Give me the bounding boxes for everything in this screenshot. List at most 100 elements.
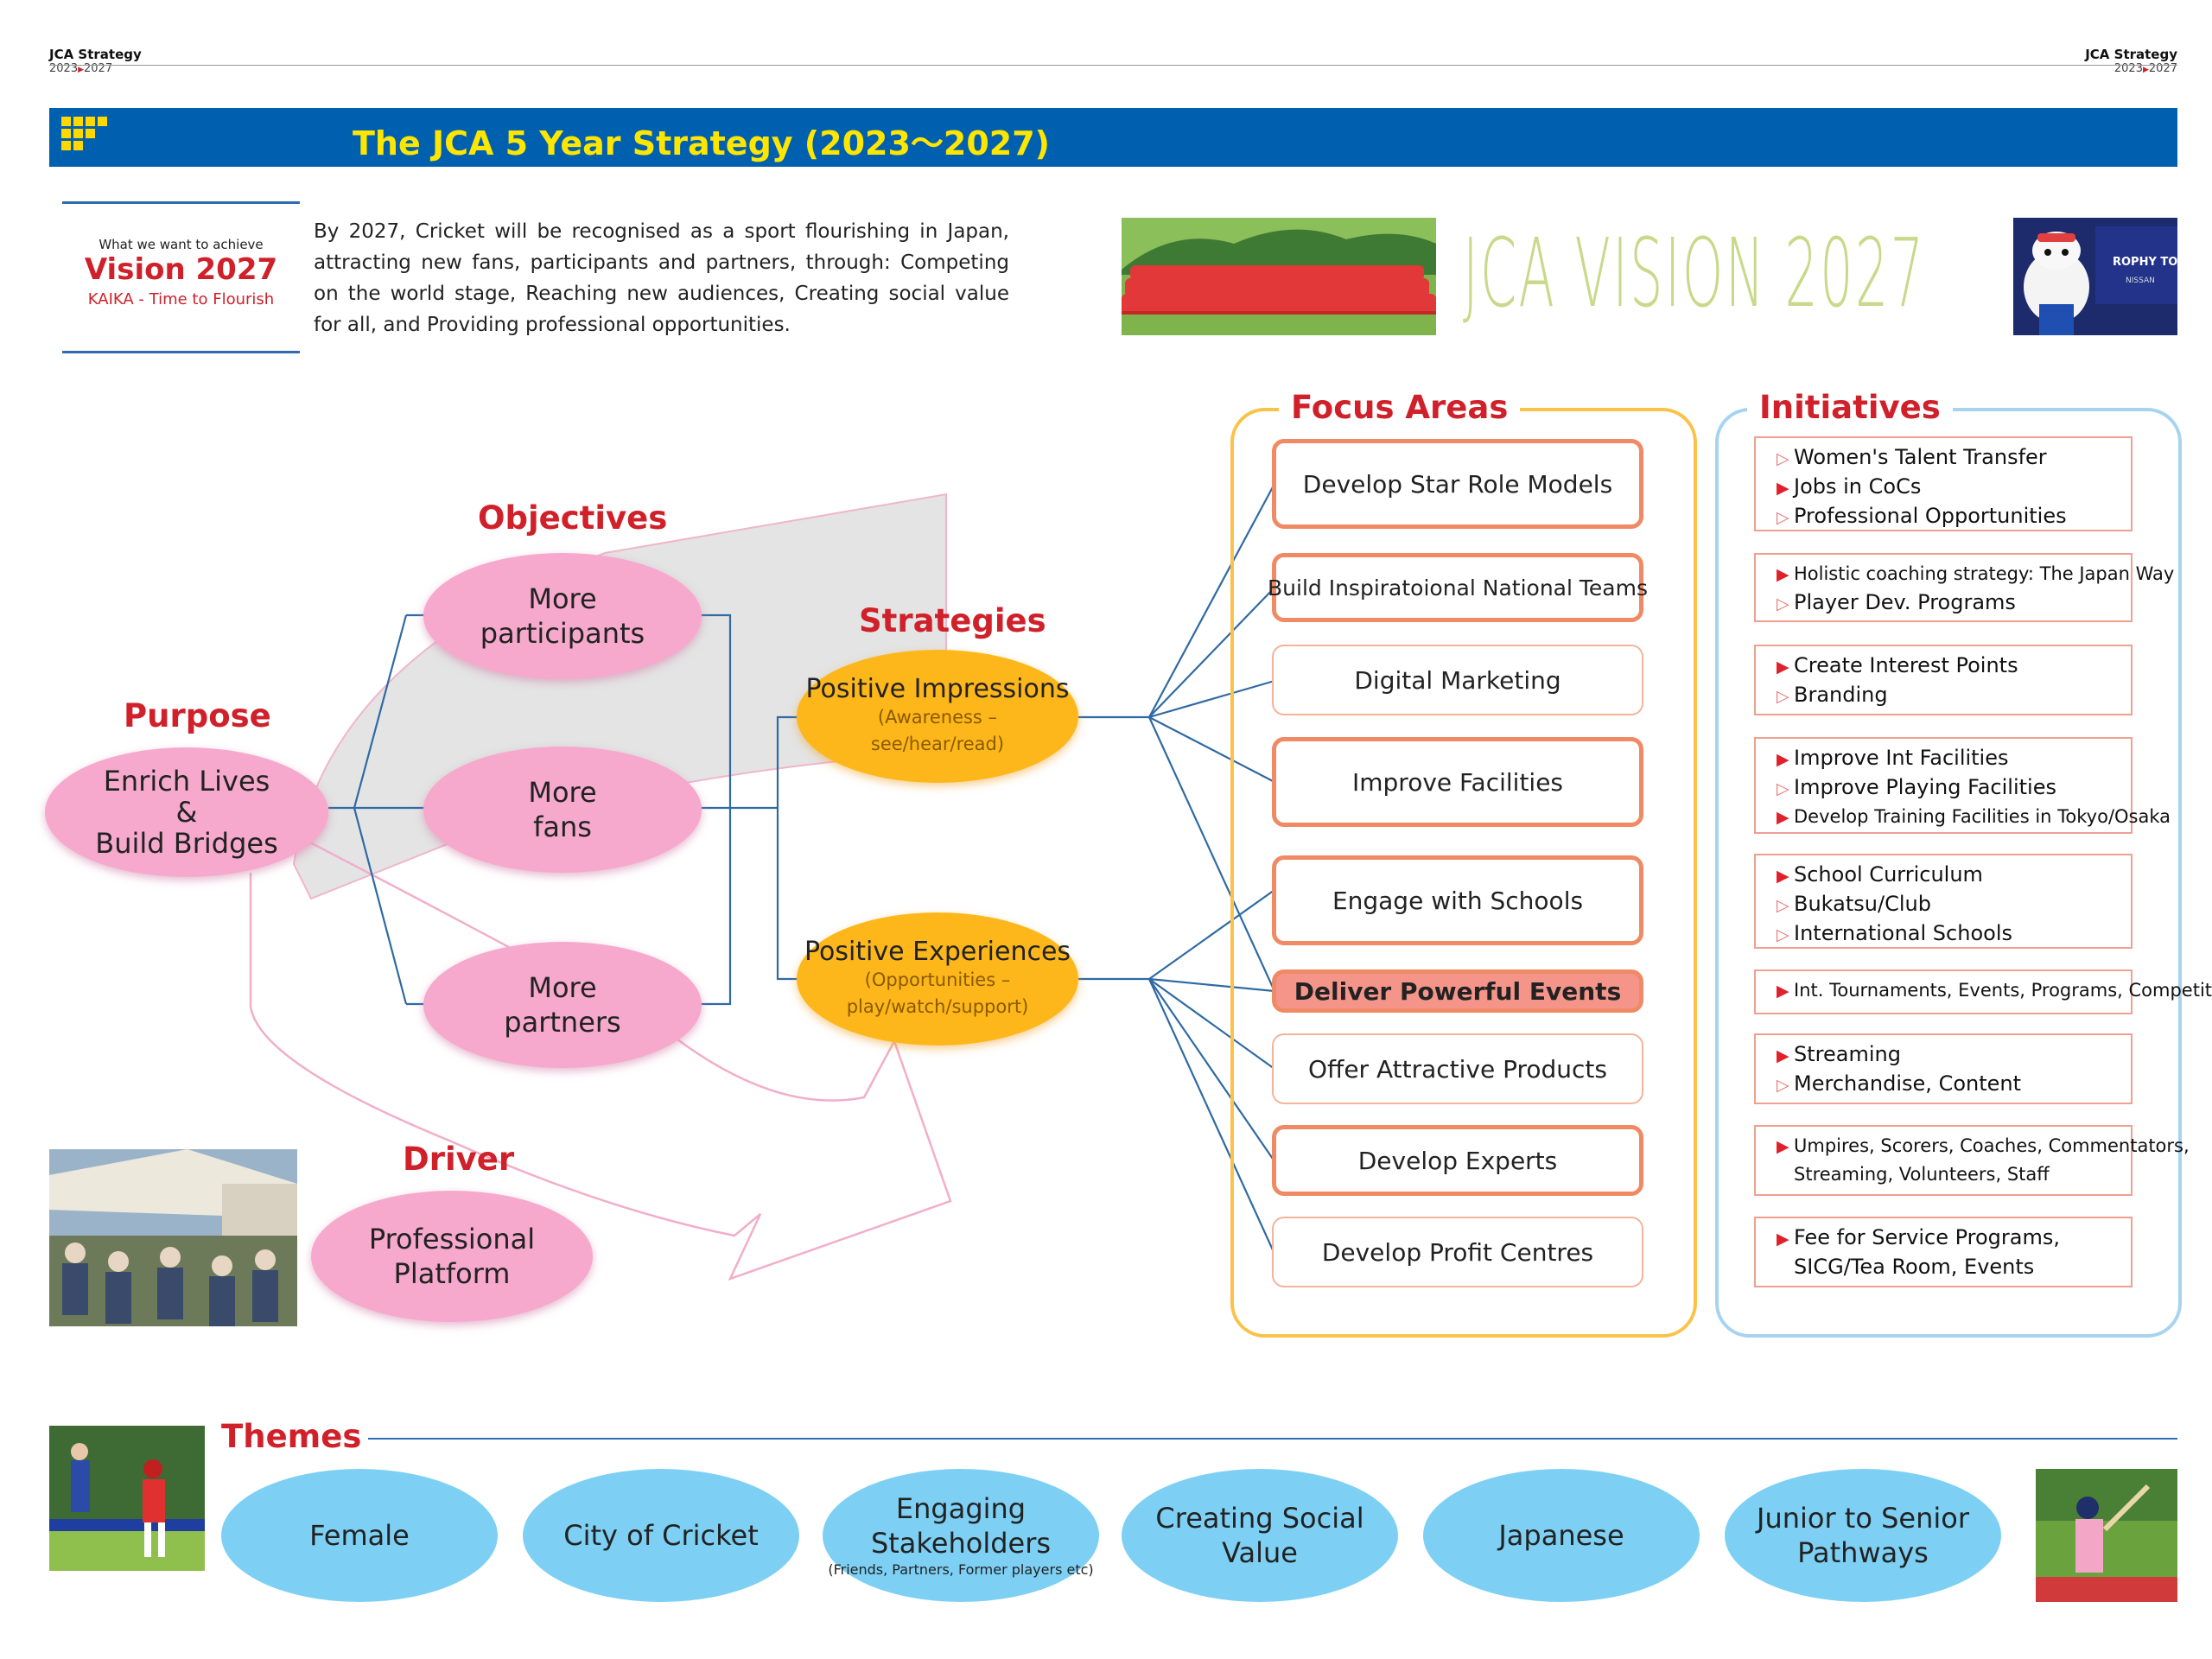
mascot-sign-text: ROPHY TOUR (2113, 256, 2177, 269)
open-triangle-icon: ▷ (1777, 594, 1789, 613)
filled-triangle-icon: ▶ (1777, 750, 1789, 769)
objective-line1: More (528, 776, 597, 809)
theme-line1: Japanese (1498, 1519, 1624, 1552)
initiative-text: SICG/Tea Room, Events (1794, 1255, 2035, 1279)
objectives-heading: Objectives (478, 499, 668, 537)
objective-partners: More partners (423, 942, 702, 1068)
vision-box: What we want to achieve Vision 2027 KAIK… (62, 201, 300, 353)
initiative-group: ▶Holistic coaching strategy: The Japan W… (1754, 553, 2174, 622)
initiative-text: Streaming, Volunteers, Staff (1794, 1164, 2050, 1185)
focus-area-item: Develop Star Role Models (1272, 439, 1643, 529)
arrow-icon: ▶ (2142, 66, 2149, 74)
initiative-text: Create Interest Points (1794, 653, 2018, 677)
theme-line1: Creating Social Value (1155, 1502, 1364, 1569)
driver-ellipse: Professional Platform (311, 1191, 593, 1322)
strategy-title: Positive Experiences (804, 937, 1071, 967)
theme-line1: Engaging Stakeholders (870, 1492, 1052, 1560)
initiative-group: ▶Improve Int Facilities ▷Improve Playing… (1754, 737, 2171, 834)
initiative-text: Women's Talent Transfer (1794, 445, 2047, 469)
vision-kicker: What we want to achieve (99, 237, 264, 252)
objective-participants: More participants (423, 553, 702, 679)
initiative-text: Umpires, Scorers, Coaches, Commentators, (1794, 1135, 2190, 1156)
initiative-group: ▷ Women's Talent Transfer ▶ Jobs in CoCs ▷… (1754, 436, 2133, 531)
strategy-sub1: (Opportunities – (864, 969, 1011, 990)
purpose-line1: Enrich Lives (103, 765, 270, 798)
purpose-ellipse: Enrich Lives & Build Bridges (45, 747, 328, 877)
open-triangle-icon: ▷ (1777, 508, 1789, 527)
filled-triangle-icon: ▶ (1777, 658, 1789, 677)
initiative-group: ▶Int. Tournaments, Events, Programs, Com… (1754, 969, 2212, 1014)
crowd-photo (49, 1149, 297, 1326)
driver-line2: Platform (393, 1257, 511, 1290)
open-triangle-icon: ▷ (1777, 925, 1789, 944)
filled-triangle-icon: ▶ (1777, 982, 1789, 1001)
initiative-text: Bukatsu/Club (1794, 892, 1931, 916)
theme-city-of-cricket: City of Cricket (523, 1469, 799, 1602)
filled-triangle-icon: ▶ (1777, 1137, 1789, 1156)
theme-japanese: Japanese (1423, 1469, 1700, 1602)
focus-area-item: Engage with Schools (1272, 855, 1643, 945)
focus-area-item: Offer Attractive Products (1272, 1033, 1643, 1104)
initiative-group: ▶ Umpires, Scorers, Coaches, Commentators… (1754, 1125, 2190, 1196)
batting-photo (49, 1426, 205, 1571)
focus-area-item: Build Inspiratoional National Teams (1268, 553, 1648, 622)
initiative-text: Branding (1794, 683, 1888, 707)
purpose-heading: Purpose (124, 697, 271, 734)
header-rule (49, 65, 2177, 66)
vision-title: Vision 2027 (84, 252, 278, 287)
theme-creating-social-value: Creating Social Value (1122, 1469, 1398, 1602)
theme-line1: City of Cricket (563, 1519, 759, 1552)
driver-line1: Professional (368, 1223, 536, 1255)
initiative-text: School Curriculum (1794, 862, 1983, 887)
focus-area-item: Develop Experts (1272, 1125, 1643, 1196)
vision-statement: By 2027, Cricket will be recognised as a… (314, 220, 1009, 336)
initiative-text: Merchandise, Content (1794, 1071, 2022, 1096)
open-triangle-icon: ▷ (1777, 687, 1789, 706)
driver-heading: Driver (403, 1141, 515, 1178)
filled-triangle-icon: ▶ (1777, 1230, 1789, 1249)
themes-rule (368, 1438, 2177, 1440)
team-photo (1122, 218, 1436, 335)
strategies-heading: Strategies (859, 602, 1046, 639)
theme-female: Female (221, 1469, 498, 1602)
initiative-text: Develop Training Facilities in Tokyo/Osa… (1794, 806, 2171, 827)
filled-triangle-icon: ▶ (1777, 808, 1789, 827)
objective-line1: More (528, 971, 597, 1004)
focus-areas-heading: Focus Areas (1279, 389, 1521, 426)
strategy-sub2: see/hear/read) (870, 734, 1005, 754)
strategy-positive-impressions: Positive Impressions (Awareness – see/he… (797, 650, 1078, 783)
objective-line2: partners (504, 1006, 621, 1039)
initiative-text: Professional Opportunities (1794, 504, 2067, 528)
filled-triangle-icon: ▶ (1777, 479, 1789, 498)
jca-vision-logo: JCA VISION 2027 (1463, 218, 1926, 328)
mascot-sponsor-text: NISSAN (2126, 276, 2155, 285)
theme-line2: Pathways (1797, 1536, 1929, 1569)
player-photo (2036, 1469, 2177, 1602)
initiative-text: Streaming (1794, 1042, 1901, 1066)
theme-junior-to-senior: Junior to Senior Pathways (1725, 1469, 2001, 1602)
focus-area-item-highlight: Deliver Powerful Events (1272, 969, 1643, 1013)
purpose-line2: & (175, 796, 198, 829)
title-banner: The JCA 5 Year Strategy (2023〜2027) (49, 108, 2177, 167)
strategy-sub1: (Awareness – (877, 707, 998, 728)
header-right-title: JCA Strategy (2085, 47, 2177, 62)
initiative-text: International Schools (1794, 921, 2012, 945)
initiative-group: ▶ Create Interest Points ▷ Branding (1754, 645, 2133, 715)
filled-triangle-icon: ▶ (1777, 565, 1789, 584)
initiative-text: Jobs in CoCs (1794, 474, 1922, 499)
open-triangle-icon: ▷ (1777, 449, 1789, 468)
objective-line2: participants (480, 617, 645, 650)
focus-area-item: Develop Profit Centres (1272, 1217, 1643, 1287)
header-left-title: JCA Strategy (49, 47, 142, 62)
focus-area-item: Digital Marketing (1272, 645, 1643, 715)
filled-triangle-icon: ▶ (1777, 867, 1789, 886)
initiative-text: Fee for Service Programs, (1794, 1225, 2061, 1249)
objective-line1: More (528, 582, 597, 615)
filled-triangle-icon: ▶ (1777, 1046, 1789, 1065)
open-triangle-icon: ▷ (1777, 779, 1789, 798)
initiative-text: Improve Int Facilities (1794, 746, 2009, 770)
objective-fans: More fans (423, 747, 702, 873)
objective-line2: fans (533, 810, 592, 843)
theme-line1: Female (309, 1519, 410, 1552)
theme-engaging-stakeholders: Engaging Stakeholders (Friends, Partners… (823, 1469, 1099, 1602)
